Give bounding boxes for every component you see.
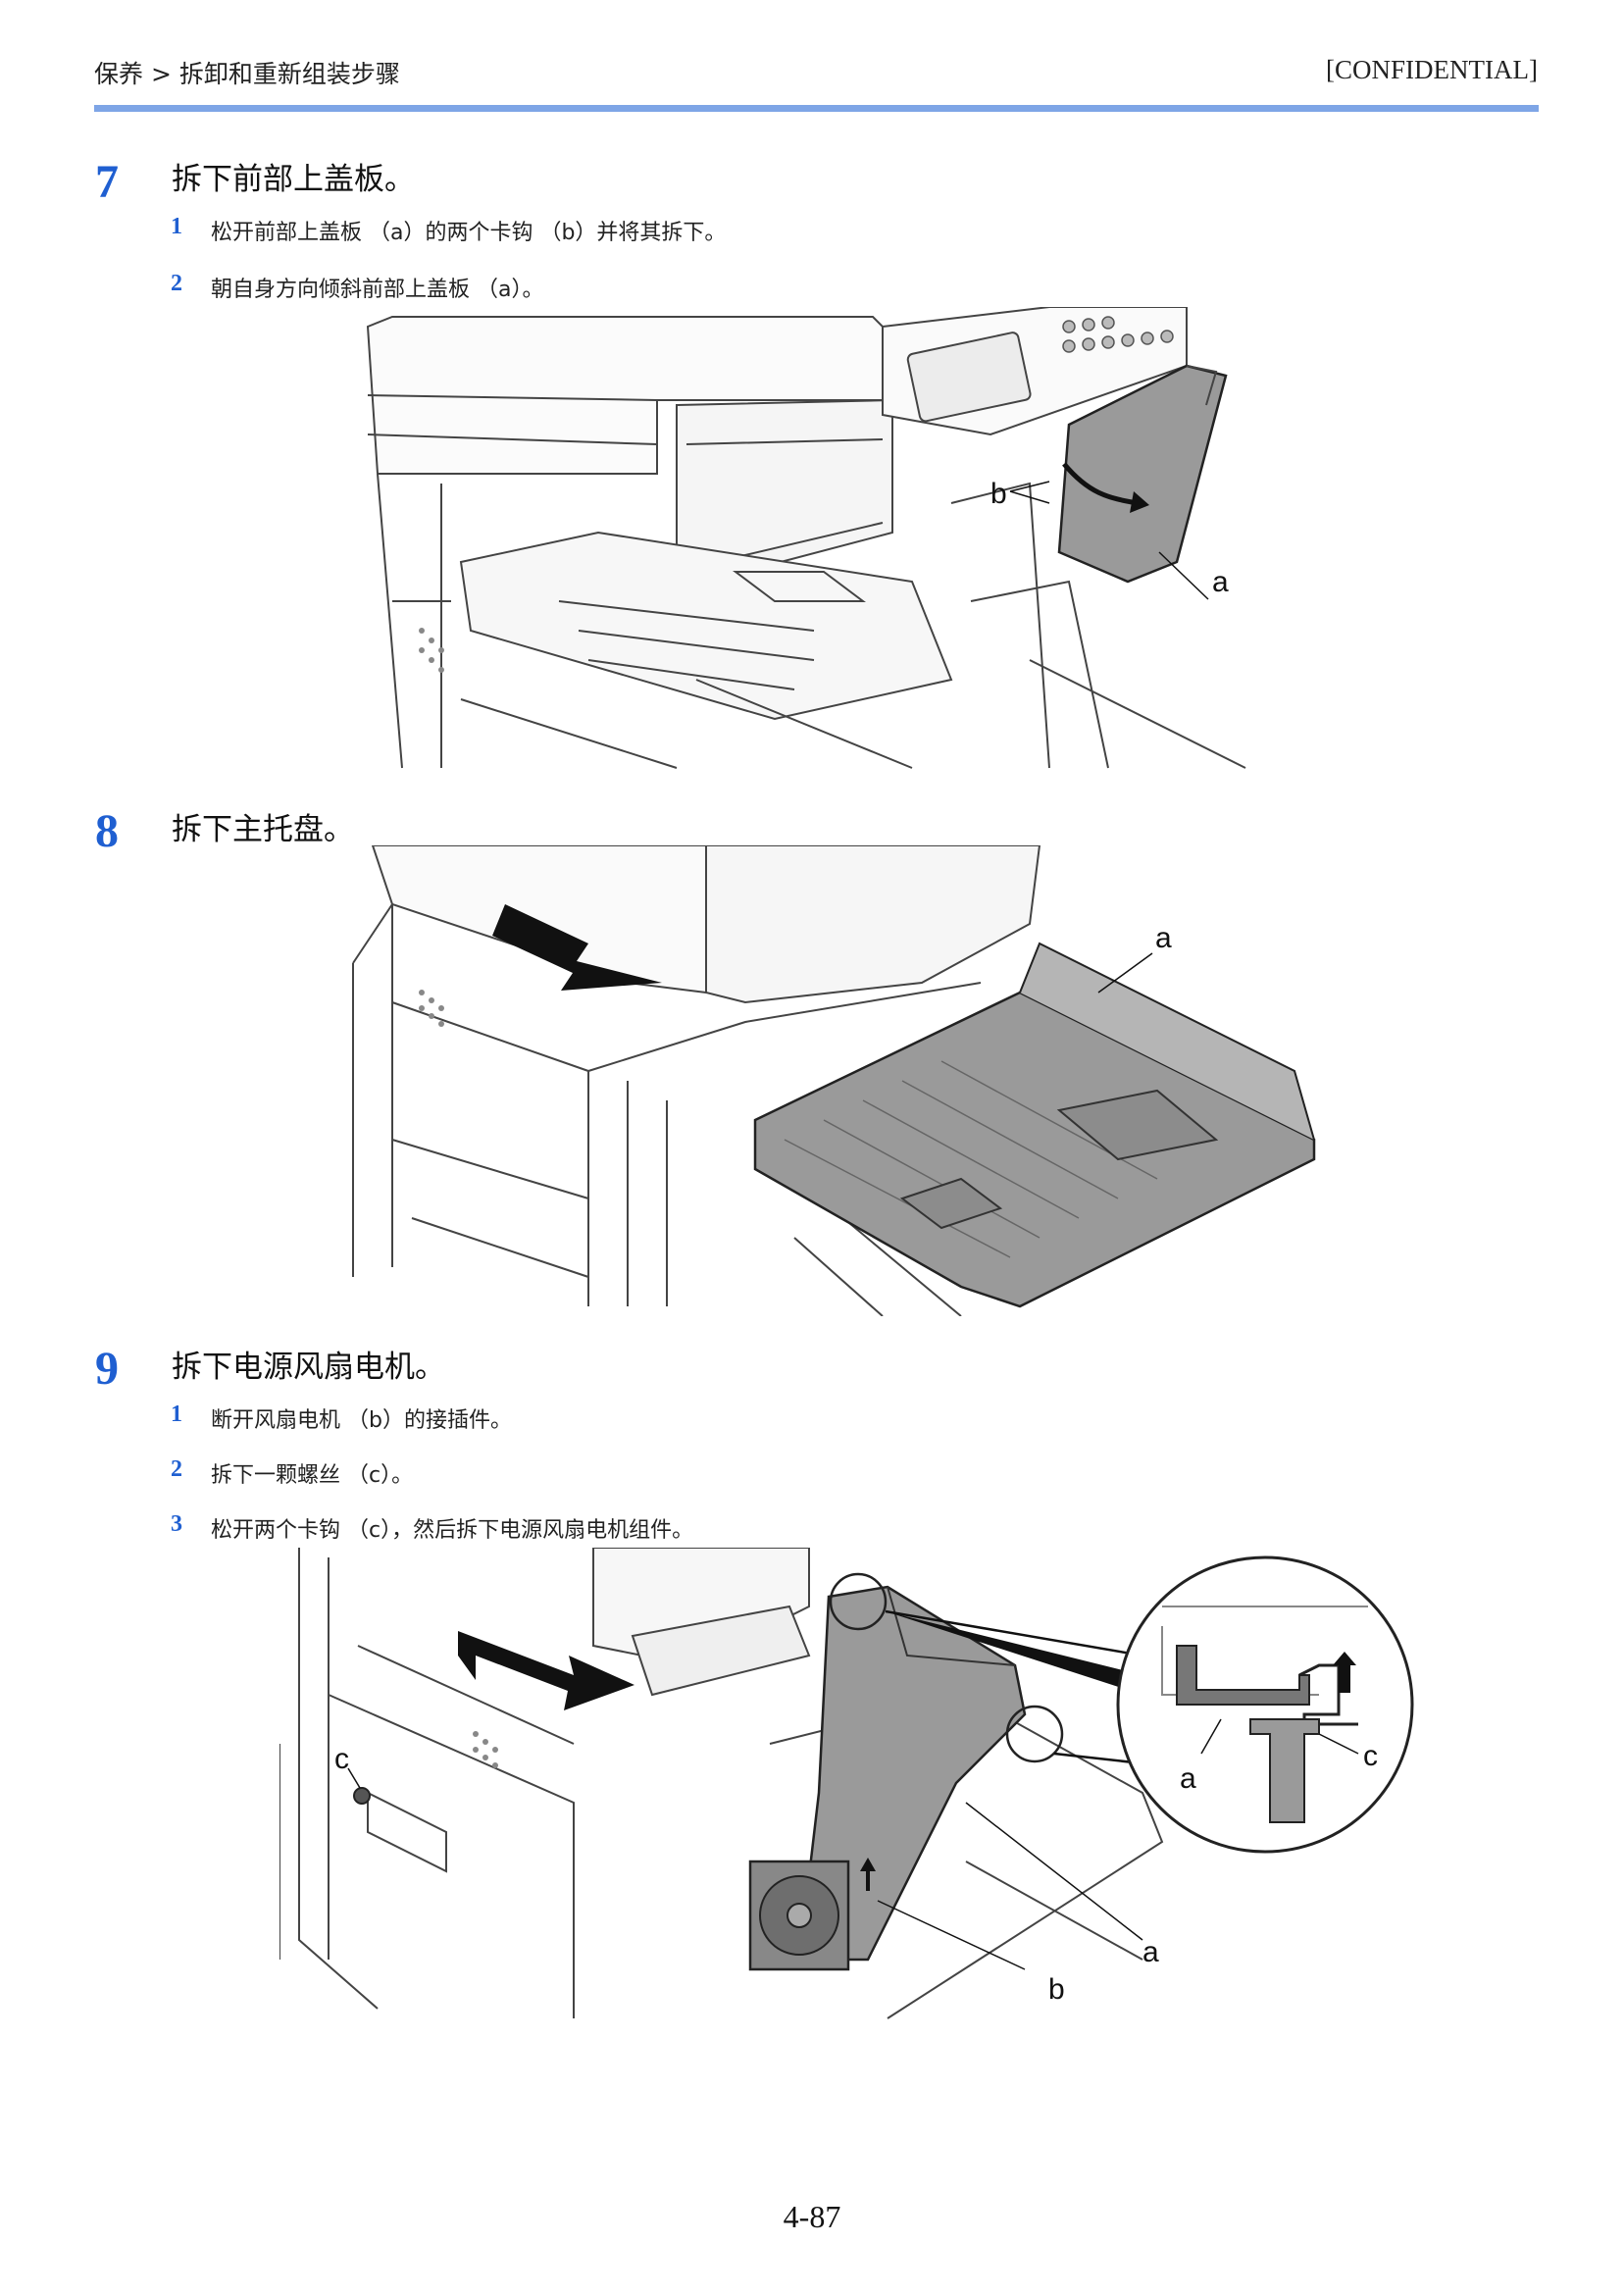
- step-8-callout-a: a: [1155, 922, 1172, 954]
- header-divider: [94, 105, 1539, 112]
- step-9-substep-2-number: 2: [171, 1456, 182, 1482]
- step-9-callout-a-inset: a: [1180, 1762, 1196, 1795]
- step-7-number: 7: [95, 156, 119, 208]
- step-9-title: 拆下电源风扇电机。: [172, 1350, 445, 1385]
- step-9-callout-b: b: [1048, 1973, 1065, 2006]
- step-8-figure: a: [333, 845, 1324, 1316]
- step-7-callout-b: b: [990, 478, 1007, 510]
- step-8-number: 8: [95, 805, 119, 857]
- page-number: 4-87: [783, 2199, 841, 2234]
- step-9-substep-2-text: 拆下一颗螺丝 （c）。: [211, 1463, 414, 1488]
- power-fan-motor-illustration: c a c a b: [279, 1548, 1414, 2019]
- step-9-callout-c-hook: c: [1363, 1740, 1378, 1772]
- step-9-callout-a: a: [1142, 1936, 1159, 1968]
- front-upper-cover-illustration: b a: [366, 307, 1246, 769]
- step-7-substep-1-number: 1: [171, 214, 182, 239]
- step-9-figure: c a c a b: [279, 1548, 1417, 2028]
- step-9-substep-1-text: 断开风扇电机 （b）的接插件。: [211, 1408, 512, 1433]
- page-header: 保养 > 拆卸和重新组装步骤 [CONFIDENTIAL]: [94, 55, 1538, 94]
- step-7-substep-2-text: 朝自身方向倾斜前部上盖板 （a）。: [211, 278, 544, 302]
- step-9-callout-c-screw: c: [334, 1743, 349, 1775]
- step-7-figure: b a: [363, 307, 1294, 778]
- breadcrumb: 保养 > 拆卸和重新组装步骤: [94, 60, 400, 88]
- step-7-substep-1-text: 松开前部上盖板 （a）的两个卡钩 （b）并将其拆下。: [211, 221, 727, 245]
- step-9-substep-3-number: 3: [171, 1511, 182, 1537]
- main-tray-illustration: a: [352, 845, 1316, 1316]
- step-7-title: 拆下前部上盖板。: [172, 162, 415, 197]
- step-7-callout-a: a: [1212, 566, 1229, 598]
- step-9-substep-1-number: 1: [171, 1402, 182, 1427]
- step-9-number: 9: [95, 1343, 119, 1395]
- confidential-label: [CONFIDENTIAL]: [1326, 55, 1538, 84]
- step-9-substep-3-text: 松开两个卡钩 （c），然后拆下电源风扇电机组件。: [211, 1518, 694, 1543]
- step-8-title: 拆下主托盘。: [172, 812, 354, 847]
- step-7-substep-2-number: 2: [171, 271, 182, 296]
